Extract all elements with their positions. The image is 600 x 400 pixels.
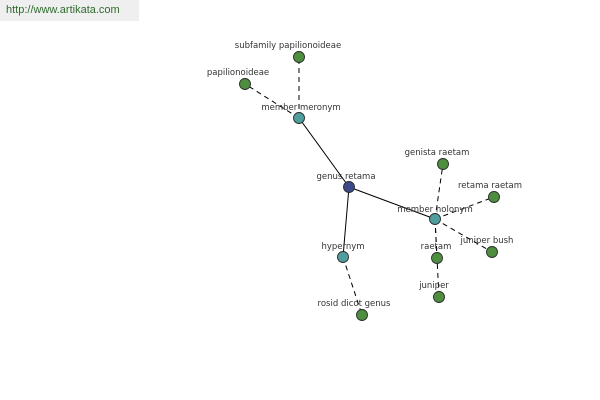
node-juniper[interactable] xyxy=(433,291,445,303)
nodes-layer xyxy=(239,51,500,321)
node-hypernym[interactable] xyxy=(337,251,349,263)
node-rosid-dicot-genus[interactable] xyxy=(356,309,368,321)
node-label-member-holonym[interactable]: member holonym xyxy=(397,205,472,215)
node-label-hypernym[interactable]: hypernym xyxy=(321,242,364,252)
node-label-raetam[interactable]: raetam xyxy=(421,242,452,252)
node-raetam[interactable] xyxy=(431,252,443,264)
node-label-papilionoideae[interactable]: papilionoideae xyxy=(207,68,269,78)
edge-member-holonym-to-genista-raetam xyxy=(434,163,444,220)
node-label-juniper[interactable]: juniper xyxy=(418,281,449,291)
node-genus-retama[interactable] xyxy=(343,181,355,193)
edge-genus-retama-to-member-meronym xyxy=(298,117,350,188)
edge-member-meronym-to-papilionoideae xyxy=(244,83,300,119)
node-label-rosid-dicot-genus[interactable]: rosid dicot genus xyxy=(318,299,391,309)
edge-member-holonym-to-retama-raetam xyxy=(434,196,495,220)
node-member-meronym[interactable] xyxy=(293,112,305,124)
node-juniper-bush[interactable] xyxy=(486,246,498,258)
site-watermark[interactable]: http://www.artikata.com xyxy=(0,0,139,21)
node-genista-raetam[interactable] xyxy=(437,158,449,170)
edge-hypernym-to-rosid-dicot-genus xyxy=(342,256,363,316)
node-papilionoideae[interactable] xyxy=(239,78,251,90)
node-member-holonym[interactable] xyxy=(429,213,441,225)
edge-genus-retama-to-member-holonym xyxy=(348,186,436,220)
node-label-member-meronym[interactable]: member meronym xyxy=(261,103,340,113)
edge-member-holonym-to-juniper-bush xyxy=(434,218,493,253)
node-label-genista-raetam[interactable]: genista raetam xyxy=(405,148,470,158)
node-label-juniper-bush[interactable]: juniper bush xyxy=(460,236,514,246)
node-label-genus-retama[interactable]: genus retama xyxy=(316,172,375,182)
node-label-retama-raetam[interactable]: retama raetam xyxy=(458,181,522,191)
node-subfamily-papilionoideae[interactable] xyxy=(293,51,305,63)
edges-layer xyxy=(244,57,495,316)
edge-genus-retama-to-hypernym xyxy=(342,186,350,258)
labels-layer: genus retama member meronym member holonym… xyxy=(207,41,522,309)
node-label-subfamily-papilionoideae[interactable]: subfamily papilionoideae xyxy=(235,41,341,51)
node-retama-raetam[interactable] xyxy=(488,191,500,203)
